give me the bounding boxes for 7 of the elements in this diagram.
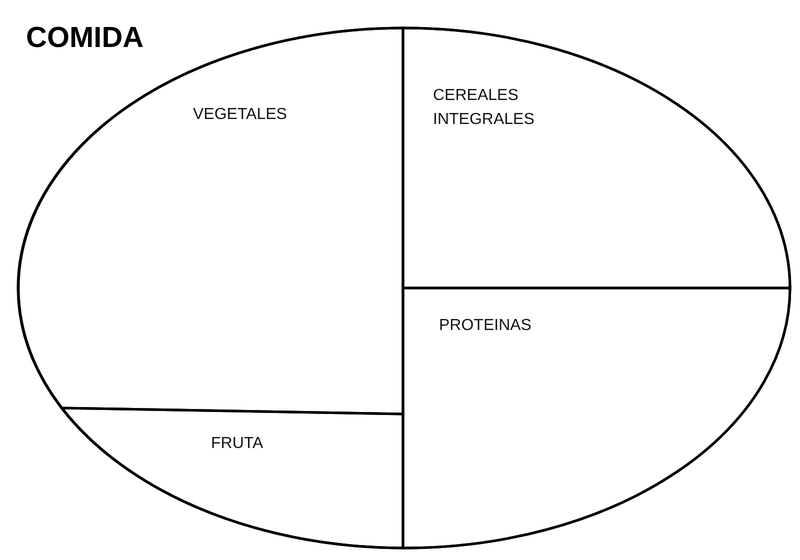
plate-section: [403, 28, 790, 288]
plate-section: [403, 288, 790, 548]
diagram-title: COMIDA: [26, 22, 144, 55]
section-label: VEGETALES: [193, 105, 288, 125]
section-label: CEREALES INTEGRALES: [433, 86, 536, 130]
section-label: FRUTA: [211, 434, 264, 454]
section-label: PROTEINAS: [439, 316, 532, 336]
